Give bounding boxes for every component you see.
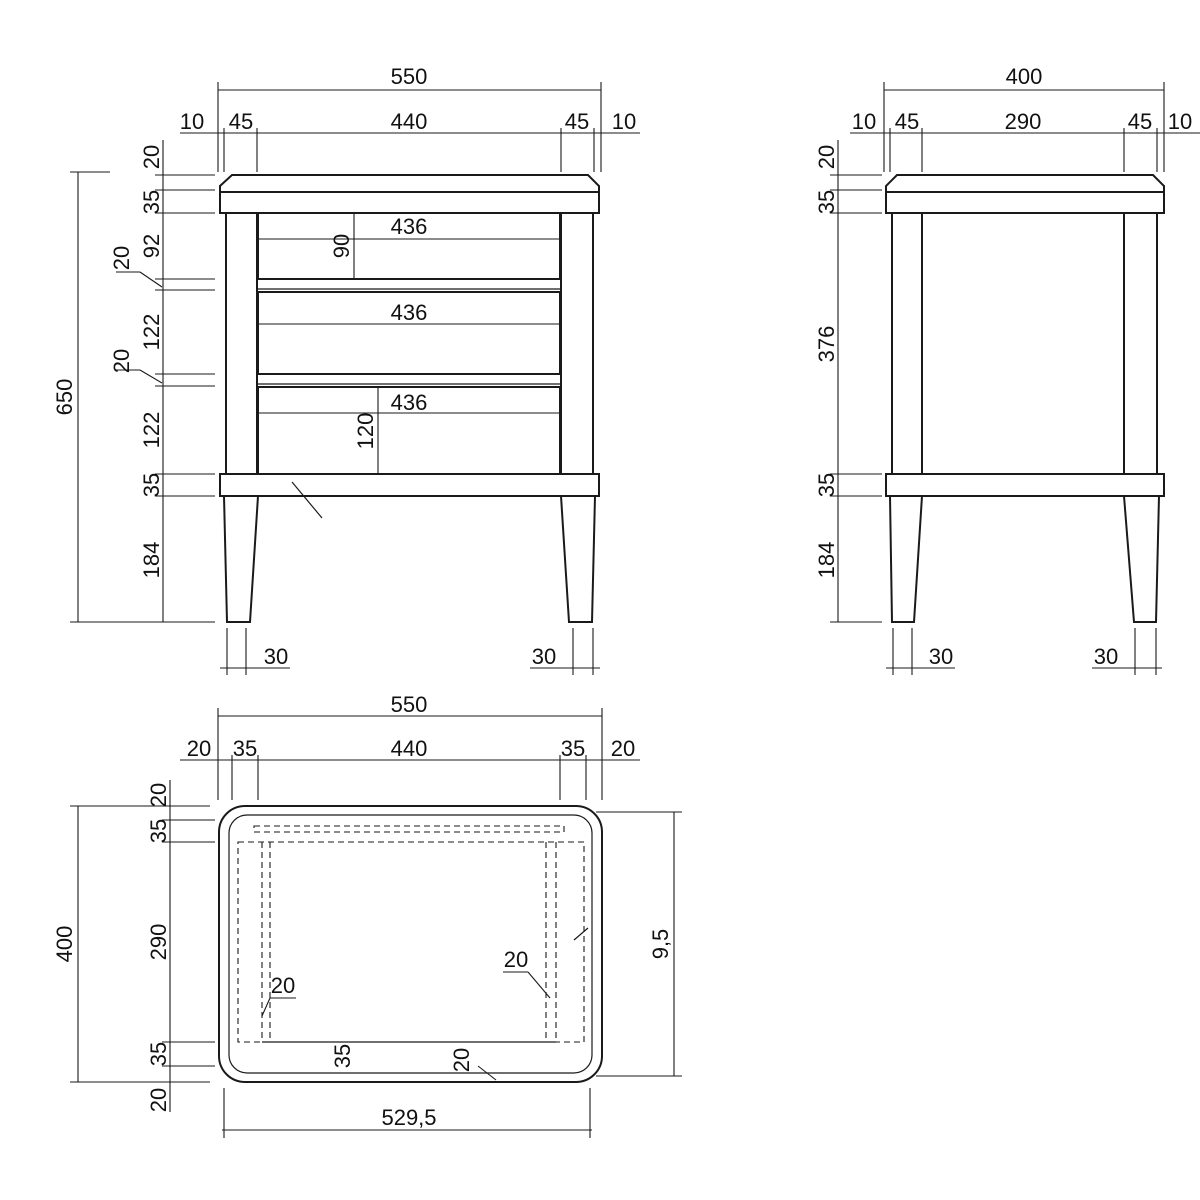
- top-seg-1: 20: [146, 783, 171, 807]
- front-seg-7: 184: [139, 542, 164, 579]
- side-seg-3: 376: [814, 326, 839, 363]
- front-top-slab: [219, 174, 600, 193]
- top-inner-label-4: 20: [449, 1048, 474, 1072]
- front-gap-2: 20: [109, 349, 134, 373]
- top-offset-1: 20: [187, 736, 211, 761]
- top-seg-4: 35: [146, 1042, 171, 1066]
- side-offset-1: 10: [852, 109, 876, 134]
- top-offset-4: 35: [561, 736, 585, 761]
- front-width-label: 550: [391, 64, 428, 89]
- top-slab-inner: [228, 814, 593, 1074]
- top-inner-label-1: 20: [271, 973, 295, 998]
- top-right-dim: 9,5: [648, 929, 673, 960]
- side-seg-4: 35: [814, 473, 839, 497]
- top-offset-3: 440: [391, 736, 428, 761]
- side-upper-apron: [885, 191, 1165, 214]
- drawer-2: [257, 291, 561, 375]
- front-offset-2: 45: [229, 109, 253, 134]
- side-right-leg: [1122, 495, 1161, 623]
- front-view: 550 10 45 440 45 10 650 20 35 92 122 122…: [52, 64, 640, 675]
- side-seg-2: 35: [814, 190, 839, 214]
- side-seg-1: 20: [814, 145, 839, 169]
- top-width-label: 550: [391, 692, 428, 717]
- front-seg-5: 122: [139, 412, 164, 449]
- side-view: 400 10 45 290 45 10 20 35 376 35 184 30 …: [814, 64, 1200, 675]
- side-offset-3: 290: [1005, 109, 1042, 134]
- front-right-leg: [559, 495, 597, 623]
- side-offset-4: 45: [1128, 109, 1152, 134]
- top-depth-label: 400: [52, 926, 77, 963]
- front-gap-1: 20: [109, 246, 134, 270]
- top-view: 550 20 35 440 35 20 400 20 35 290 35 20 …: [52, 692, 682, 1138]
- front-seg-4: 122: [139, 314, 164, 351]
- side-leg-width-2: 30: [1094, 644, 1118, 669]
- side-left-leg: [888, 495, 924, 623]
- top-offset-5: 20: [611, 736, 635, 761]
- front-leg-width-2: 30: [532, 644, 556, 669]
- drawer-1: [257, 212, 561, 280]
- top-seg-5: 20: [146, 1088, 171, 1112]
- drawer-height-2: 120: [353, 413, 378, 450]
- drawer-width-1: 436: [391, 214, 428, 239]
- top-inner-label-2: 20: [504, 947, 528, 972]
- front-height-label: 650: [52, 379, 77, 416]
- top-offset-2: 35: [233, 736, 257, 761]
- front-leg-width-1: 30: [264, 644, 288, 669]
- front-seg-6: 35: [139, 473, 164, 497]
- front-offset-5: 10: [612, 109, 636, 134]
- side-offset-2: 45: [895, 109, 919, 134]
- front-left-leg: [222, 495, 260, 623]
- side-seg-5: 184: [814, 542, 839, 579]
- drawer-height-1: 90: [329, 234, 354, 258]
- top-slab-outline: [218, 805, 603, 1083]
- side-lower-apron: [885, 473, 1165, 497]
- front-lower-apron: [219, 473, 600, 497]
- front-offset-3: 440: [391, 109, 428, 134]
- top-seg-2: 35: [146, 819, 171, 843]
- front-seg-1: 20: [139, 145, 164, 169]
- side-top-slab: [885, 174, 1165, 193]
- side-width-label: 400: [1006, 64, 1043, 89]
- front-offset-1: 10: [180, 109, 204, 134]
- side-leg-width-1: 30: [929, 644, 953, 669]
- front-seg-3: 92: [139, 234, 164, 258]
- front-offset-4: 45: [565, 109, 589, 134]
- front-upper-apron: [219, 191, 600, 214]
- drawer-width-2: 436: [391, 300, 428, 325]
- side-offset-5: 10: [1168, 109, 1192, 134]
- top-bottom-width: 529,5: [381, 1105, 436, 1130]
- drawer-width-3: 436: [391, 390, 428, 415]
- front-seg-2: 35: [139, 190, 164, 214]
- top-inner-label-3: 35: [330, 1044, 355, 1068]
- top-seg-3: 290: [146, 924, 171, 961]
- drawer-3: [257, 386, 561, 475]
